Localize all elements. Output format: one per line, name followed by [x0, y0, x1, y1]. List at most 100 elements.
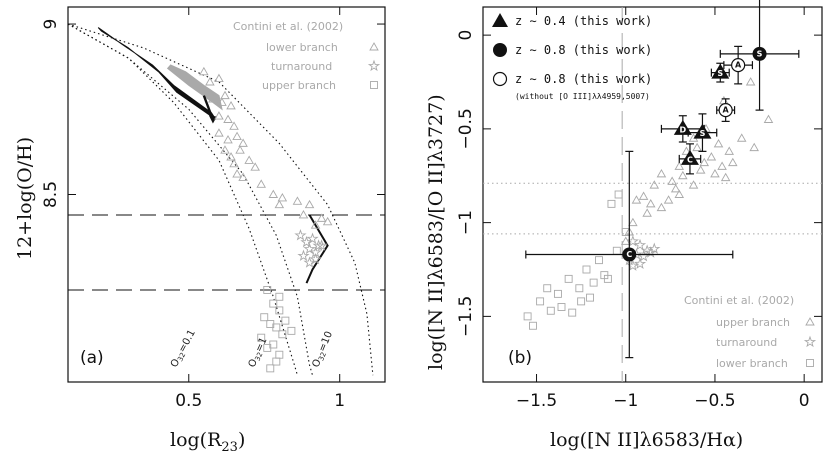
panel-a-triangle-point [232, 169, 242, 178]
point-open-circle [718, 103, 733, 118]
panel-b-tag: (b) [508, 348, 532, 368]
panel-a-ytick-label: 9 [41, 19, 61, 30]
panel-a-square-point [275, 350, 284, 359]
panel-a-triangle-point [238, 138, 248, 147]
panel-a-square-point [272, 323, 281, 332]
panel-b-ref-upper: upper branch [716, 316, 790, 329]
panel-b-xlabel: log([N II]λ6583/Hα) [550, 429, 743, 451]
panel-a-xlabel: log(R23) [170, 429, 245, 455]
panel-a-triangle-point [226, 152, 236, 161]
panel-a-triangle-point [223, 114, 233, 123]
panel-b-triangle-point [670, 183, 681, 193]
panel-b-triangle-point [699, 157, 710, 167]
point-filled-circle [752, 46, 767, 61]
panel-b-triangle-point [706, 152, 717, 161]
legend-marker-filled-circle [493, 43, 507, 57]
panel-b-ref-lower: lower branch [716, 357, 788, 370]
panel-b-triangle-point [736, 133, 747, 142]
point-letter: S [700, 129, 706, 138]
panel-a-legend-marker-star [367, 59, 381, 72]
panel-b-square-point [553, 289, 562, 298]
arrow-band-line [202, 95, 215, 120]
panel-a-square-point [278, 330, 287, 339]
panel-b-square-point [600, 271, 609, 280]
gray-band [166, 64, 223, 111]
panel-b-ref-marker-star [803, 335, 817, 348]
black-band [97, 27, 217, 120]
panel-b-square-point [586, 293, 595, 302]
panel-b-triangle-point [720, 172, 731, 182]
panel-b-triangle-point [749, 142, 759, 152]
curve-label-o32-10: O32=10 [311, 330, 336, 370]
panel-a-triangle-point [214, 73, 224, 83]
panel-b-triangle-point [745, 77, 756, 86]
panel-a-triangle-point [277, 193, 288, 202]
legend-z04: z ∼ 0.4 (this work) [515, 14, 652, 28]
panel-b-square-point [529, 321, 537, 330]
panel-b-square-point [589, 278, 598, 287]
panel-a-triangle-point [292, 196, 303, 205]
panel-a-star-point [306, 232, 319, 244]
legend-marker-open-circle [492, 71, 508, 87]
panel-a-triangle-point [205, 77, 215, 86]
panel-b-triangle-point [628, 217, 638, 227]
panel-b-square-point [607, 199, 616, 208]
panel-b-ytick-label: 0 [456, 30, 476, 41]
panel-b-triangle-point [663, 195, 674, 204]
panel-a-star-point [294, 229, 307, 241]
point-letter: S [717, 69, 723, 78]
panel-b-xtick-label: 0 [799, 391, 810, 411]
panel-a-legend-upper: upper branch [262, 79, 336, 92]
point-filled-circle [622, 247, 637, 262]
panel-b-ytick-label: −1.5 [456, 296, 476, 337]
legend-marker-filled-triangle [492, 13, 508, 27]
panel-a-triangle-point [298, 210, 309, 219]
panel-b-triangle-point [649, 180, 660, 189]
panel-a-star-point [309, 252, 322, 265]
panel-b-square-point [564, 274, 573, 283]
panel-a-triangle-point [199, 66, 209, 76]
panel-a-triangle-point [220, 145, 230, 154]
arrow-band-head [208, 115, 217, 124]
panel-a-triangle-point [256, 179, 266, 188]
panel-b-triangle-point [620, 236, 631, 245]
panel-a-triangle-point [220, 90, 230, 100]
point-filled-triangle [673, 119, 692, 135]
panel-b-square-point [612, 246, 621, 255]
panel-b-ytick-label: −0.5 [456, 108, 476, 149]
panel-b-square-point [543, 284, 552, 293]
panel-a-square-point [275, 306, 284, 315]
panel-a-xtick-label: 1 [334, 391, 345, 411]
panel-b-star-point [641, 244, 654, 256]
panel-a-ylabel: 12+log(O/H) [14, 137, 36, 260]
panel-a-triangle-point [235, 145, 245, 154]
curve-label-o32-0.1: O32=0.1 [169, 328, 199, 370]
panel-b-star-point [633, 238, 647, 251]
panel-a-xtick-label: 0.5 [175, 391, 202, 411]
panel-b-ref-turnaround: turnaround [716, 336, 777, 349]
panel-a-square-point [281, 316, 290, 325]
panel-b-square-point [557, 303, 566, 311]
panel-a-triangle-point [238, 172, 248, 181]
panel-a-legend-marker-square [370, 81, 378, 89]
panel-b-triangle-point [667, 176, 677, 185]
panel-b-triangle-point [692, 142, 702, 152]
panel-a-triangle-point [214, 128, 224, 137]
legend-z08-open: z ∼ 0.8 (this work) [515, 72, 652, 86]
panel-b-triangle-point [678, 170, 688, 180]
panel-a-plot-area: 0.5 1 8.5 9 [41, 7, 385, 411]
panel-a-tag: (a) [80, 348, 104, 368]
panel-b-ref-marker-square [806, 359, 814, 367]
panel-b-square-point [582, 265, 591, 274]
point-letter: A [723, 106, 730, 115]
panel-a-triangle-point [322, 216, 333, 226]
panel-a-triangle-point [310, 220, 321, 229]
panel-b-star-point [648, 242, 661, 254]
panel-b-frame [482, 6, 823, 383]
panel-b-triangle-point [638, 191, 649, 200]
panel-a-star-point [297, 249, 310, 261]
panel-a-ytick-label: 8.5 [41, 181, 61, 208]
panel-a-triangle-point [217, 97, 227, 106]
